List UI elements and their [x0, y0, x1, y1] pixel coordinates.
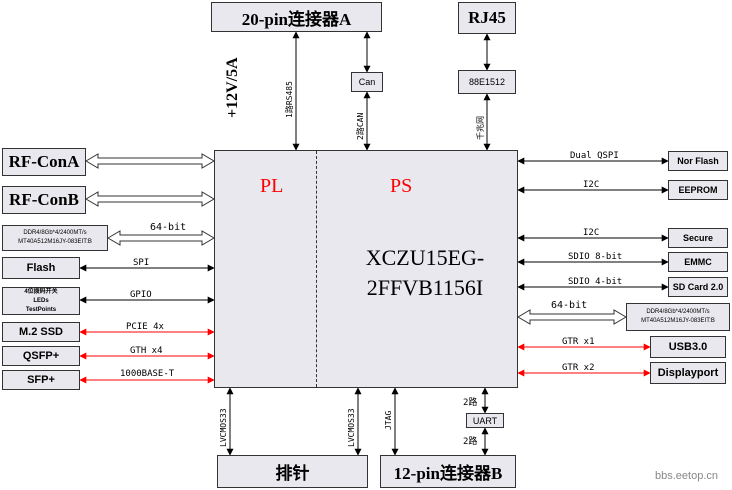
i2c-secure-label: I2C [583, 228, 600, 238]
chip-part-number: XCZU15EG- 2FFVB1156I [335, 243, 515, 303]
switch-line2: LEDs [33, 297, 49, 304]
ps-region-label: PS [390, 175, 413, 197]
rj45-box: RJ45 [458, 2, 516, 34]
rf-con-a: RF-ConA [2, 148, 86, 176]
rf-con-b: RF-ConB [2, 186, 86, 214]
ddr-left-wide-arrow [107, 230, 215, 246]
displayport-box: Displayport [650, 362, 726, 384]
nor-flash-box: Nor Flash [668, 151, 728, 171]
gth-label: GTH x4 [130, 346, 163, 356]
lvcmos-a-label: LVCMOS33 [219, 408, 228, 447]
secure-box: Secure [668, 228, 728, 248]
qspi-label: Dual QSPI [570, 151, 619, 161]
m2-ssd-box: M.2 SSD [2, 322, 80, 342]
ddr4-right-box: DDR4/8Gb*4/2400MT/s MT40A512M16JY-083EIT… [626, 303, 730, 331]
connector-20pin-a: 20-pin连接器A [211, 2, 382, 32]
chip-name-line2: 2FFVB1156I [366, 275, 484, 300]
spi-label: SPI [133, 258, 150, 268]
ddr4-left-box: DDR4/8Gb*4/2400MT/s MT40A512M16JY-083EIT… [2, 225, 108, 251]
chip-name-line1: XCZU15EG- [365, 245, 485, 270]
usb3-box: USB3.0 [650, 336, 726, 358]
pin-header-box: 排针 [217, 455, 368, 488]
uart-box: UART [466, 413, 504, 428]
gigabit-label: 千兆网 [476, 116, 485, 140]
emmc-box: EMMC [668, 252, 728, 272]
uart-top-count: 2路 [463, 398, 478, 408]
uart-bot-count: 2路 [463, 437, 478, 447]
sdio4-label: SDIO 4-bit [568, 277, 623, 287]
dip-switch-box: 4位拨码开关 LEDs TestPoints [2, 287, 80, 315]
pcie-label: PCIE 4x [126, 322, 164, 332]
sfp-bus-label: 1000BASE-T [120, 369, 175, 379]
ddr4-left-line1: DDR4/8Gb*4/2400MT/s [23, 230, 87, 236]
can-bus-label: 2路CAN [356, 112, 365, 140]
ddr4-right-line1: DDR4/8Gb*4/2400MT/s [646, 309, 710, 315]
sfp-box: SFP+ [2, 370, 80, 390]
sdcard-box: SD Card 2.0 [668, 277, 728, 297]
ddr-right-bus-label: 64-bit [551, 300, 588, 311]
rs485-label: 1路RS485 [285, 81, 294, 118]
eeprom-box: EEPROM [668, 180, 728, 200]
phy-88e1512-box: 88E1512 [458, 70, 516, 94]
rfb-wide-arrow [85, 191, 215, 207]
lvcmos-b-label: LVCMOS33 [347, 408, 356, 447]
qsfp-box: QSFP+ [2, 346, 80, 366]
pl-region-label: PL [260, 175, 284, 197]
ddr4-right-line2: MT40A512M16JY-083EIT:B [641, 318, 715, 324]
gtr2-label: GTR x2 [562, 363, 595, 373]
jtag-label: JTAG [384, 410, 393, 430]
switch-line1: 4位拨码开关 [24, 288, 58, 295]
ddr-right-wide-arrow [517, 309, 627, 325]
fpga-chip: PL PS XCZU15EG- 2FFVB1156I [214, 150, 518, 388]
gpio-label: GPIO [130, 290, 152, 300]
ddr4-left-line2: MT40A512M16JY-083EIT:B [18, 239, 92, 245]
connector-12pin-b: 12-pin连接器B [380, 455, 516, 488]
gtr1-label: GTR x1 [562, 337, 595, 347]
pl-ps-divider [316, 151, 317, 387]
sdio8-label: SDIO 8-bit [568, 252, 623, 262]
flash-box: Flash [2, 257, 80, 279]
rfa-wide-arrow [85, 153, 215, 169]
i2c-eeprom-label: I2C [583, 180, 600, 190]
switch-line3: TestPoints [25, 306, 57, 313]
watermark: bbs.eetop.cn [655, 470, 718, 482]
can-box: Can [351, 72, 383, 92]
ddr-left-bus-label: 64-bit [150, 222, 187, 233]
power-label: +12V/5A [224, 57, 241, 118]
